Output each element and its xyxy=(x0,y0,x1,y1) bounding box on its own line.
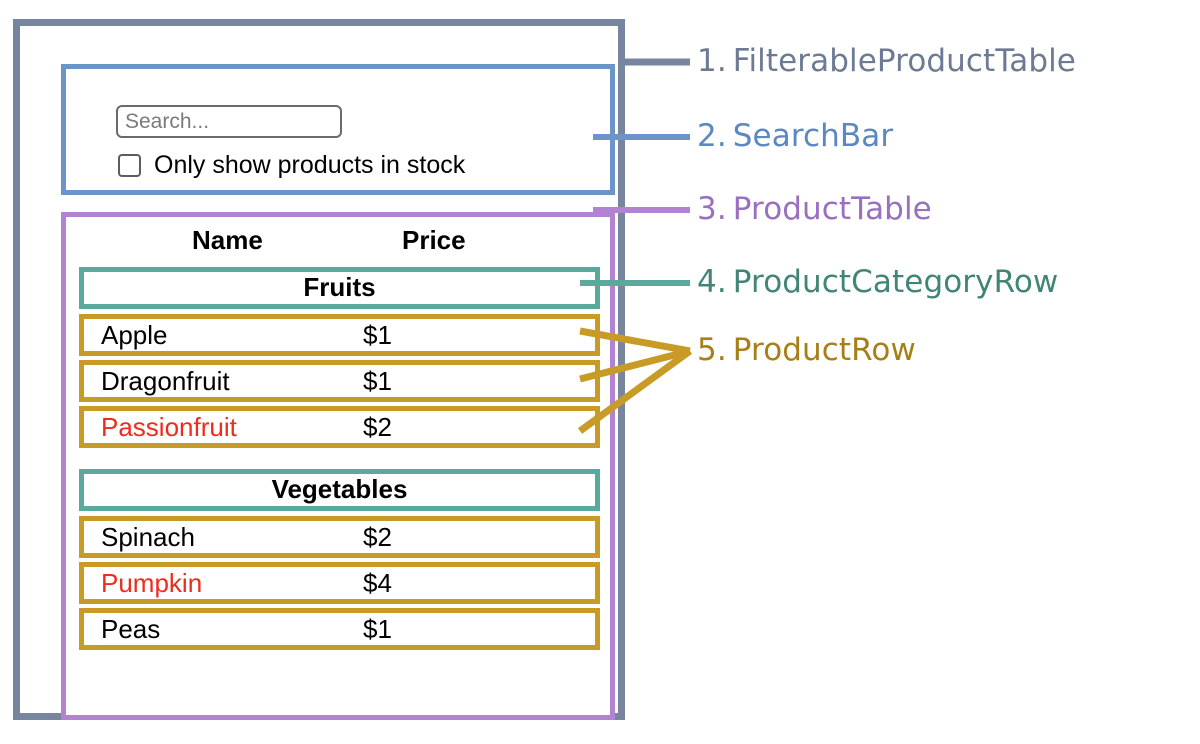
product-price: $1 xyxy=(363,366,392,396)
callout-number: 1. xyxy=(697,43,727,79)
product-price: $2 xyxy=(363,522,392,552)
callout-text: ProductTable xyxy=(732,191,932,227)
product-name: Pumpkin xyxy=(101,568,203,598)
product-category-label: Vegetables xyxy=(271,474,408,504)
callout-text: ProductRow xyxy=(732,332,916,368)
in-stock-filter-row[interactable]: Only show products in stock xyxy=(118,153,465,178)
product-table-header-row: Name Price xyxy=(66,227,610,263)
search-bar-box: Search... Only show products in stock xyxy=(61,64,615,195)
search-input[interactable]: Search... xyxy=(116,105,342,138)
callout-label-product-row: 5.ProductRow xyxy=(697,335,916,366)
callout-number: 2. xyxy=(697,118,727,154)
callout-text: FilterableProductTable xyxy=(732,43,1076,79)
product-name: Spinach xyxy=(101,522,195,552)
callout-text: SearchBar xyxy=(732,118,894,154)
product-row: Spinach $2 xyxy=(79,516,600,558)
product-category-row: Vegetables xyxy=(79,469,600,511)
callout-label-search-bar: 2.SearchBar xyxy=(697,121,893,152)
callout-number: 3. xyxy=(697,191,727,227)
product-row: Dragonfruit $1 xyxy=(79,360,600,402)
product-name: Peas xyxy=(101,614,161,644)
callout-number: 4. xyxy=(697,264,727,300)
column-header-name: Name xyxy=(192,225,263,255)
callout-text: ProductCategoryRow xyxy=(732,264,1059,300)
checkbox-icon[interactable] xyxy=(118,154,141,177)
product-table-body: Fruits Apple $1 Dragonfruit $1 Passionfr… xyxy=(79,267,600,654)
product-row: Pumpkin $4 xyxy=(79,562,600,604)
product-row: Peas $1 xyxy=(79,608,600,650)
filterable-product-table-box: Search... Only show products in stock Na… xyxy=(13,19,625,720)
callout-label-filterable-product-table: 1.FilterableProductTable xyxy=(697,46,1076,77)
product-row: Passionfruit $2 xyxy=(79,406,600,448)
product-category-row: Fruits xyxy=(79,267,600,309)
product-category-label: Fruits xyxy=(303,272,376,302)
callout-label-product-table: 3.ProductTable xyxy=(697,194,932,225)
product-price: $4 xyxy=(363,568,392,598)
column-header-price: Price xyxy=(402,225,466,255)
callout-number: 5. xyxy=(697,332,727,368)
product-price: $2 xyxy=(363,412,392,442)
product-name: Passionfruit xyxy=(101,412,237,442)
in-stock-filter-label: Only show products in stock xyxy=(154,151,466,179)
product-price: $1 xyxy=(363,320,392,350)
product-name: Dragonfruit xyxy=(101,366,230,396)
product-name: Apple xyxy=(101,320,168,350)
product-row: Apple $1 xyxy=(79,314,600,356)
product-price: $1 xyxy=(363,614,392,644)
product-table-box: Name Price Fruits Apple $1 Dragonfruit $… xyxy=(61,212,615,720)
callout-label-product-category-row: 4.ProductCategoryRow xyxy=(697,267,1058,298)
